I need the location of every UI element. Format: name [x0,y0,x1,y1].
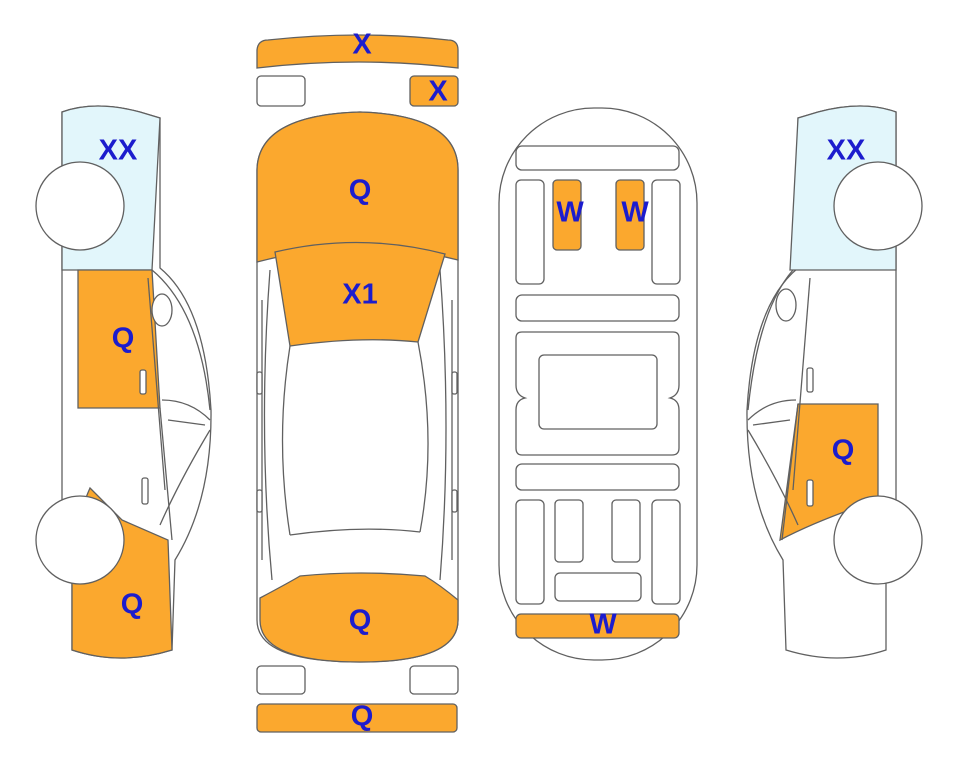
right-rear-wheel[interactable] [833,495,923,585]
right-taillight[interactable] [409,665,459,695]
top-view [256,34,459,733]
front-bumper-shape[interactable] [256,34,459,69]
left-front-door-code: Q [112,323,135,355]
left-rear-rail-shape[interactable] [552,179,582,251]
floor-left-rail-code: W [556,197,584,229]
left-side-view [35,105,212,659]
front-plate-code: X [428,76,448,108]
left-glass-code: XX [99,135,138,167]
rear-floor-panel-shape[interactable] [515,613,680,639]
damage-labels: X X Q X1 Q Q W W W XX Q Q XX Q [99,29,866,733]
front-plate-shape[interactable] [409,75,459,107]
left-rear-wheel[interactable] [35,495,125,585]
left-taillight[interactable] [256,665,306,695]
front-bumper-code: X [352,29,372,61]
right-glass-code: XX [827,135,866,167]
right-rear-door-code: Q [832,435,855,467]
rear-bumper-shape[interactable] [256,703,458,733]
right-front-wheel[interactable] [833,161,923,251]
trunk-code: Q [349,605,372,637]
windshield-shape[interactable] [274,241,446,347]
floor-right-rail-code: W [621,197,649,229]
rear-bumper-code: Q [351,701,374,733]
left-front-wheel[interactable] [35,161,125,251]
right-rear-rail-shape[interactable] [615,179,645,251]
underbody-view [498,107,698,661]
floor-rear-panel-code: W [589,609,617,641]
hood-code: Q [349,175,372,207]
left-headlight[interactable] [256,75,306,107]
windshield-code: X1 [342,279,377,311]
trunk-shape[interactable] [259,572,459,663]
right-side-view [746,105,923,659]
left-rear-quarter-code: Q [121,589,144,621]
